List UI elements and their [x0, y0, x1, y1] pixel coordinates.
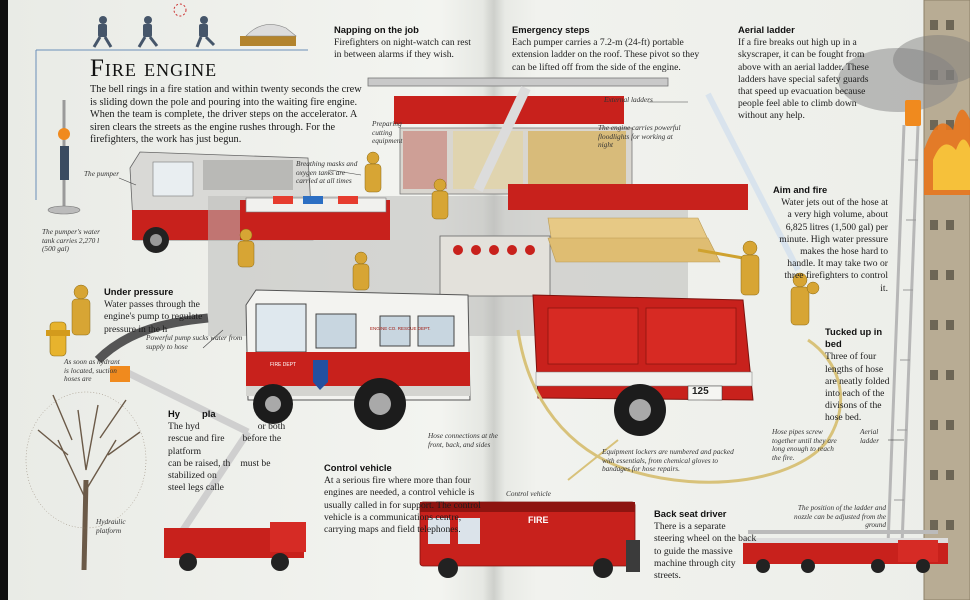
napping-heading: Napping on the job — [334, 24, 419, 35]
hydraulic-heading-start: Hy — [168, 408, 180, 419]
control-vehicle — [419, 501, 640, 578]
aerial-ladder-truck — [743, 530, 948, 573]
hydraulic-heading: Hy pla — [168, 408, 298, 420]
fire-hydrant — [46, 321, 70, 357]
caption-hose-pipes: Hose pipes screw together until they are… — [772, 427, 837, 462]
caption-pump-sucks: Powerful pump sucks water from supply to… — [146, 333, 243, 351]
caption-platform: Hydraulic platform — [96, 517, 126, 535]
aim-body: Water jets out of the hose at a very hig… — [779, 197, 888, 294]
emergency-body: Each pumper carries a 7.2-m (24-ft) port… — [512, 37, 700, 73]
running-firefighter-1 — [92, 16, 113, 48]
tucked-heading: Tucked up in bed — [825, 326, 883, 350]
unit-number: 125 — [692, 386, 709, 397]
aerial-ladder-tower — [886, 100, 921, 546]
back-seat-driver-block: Back seat driver There is a separate ste… — [654, 508, 758, 582]
door-lettering: FIRE DEPT — [270, 362, 297, 368]
backseat-body: There is a separate steering wheel on th… — [654, 521, 757, 582]
caption-hose-connections: Hose connections at the front, back, and… — [428, 431, 498, 449]
hydraulic-body-a: The hyd — [168, 421, 200, 433]
illustration — [25, 0, 970, 600]
caption-pumper: The pumper — [84, 169, 120, 178]
cab-lettering: ENGINE CO. RESCUE DEPT. — [370, 326, 431, 331]
pressure-body: Water passes through the engine's pump t… — [104, 299, 203, 335]
firefighters — [71, 151, 820, 336]
book-spread: Fire engine The bell rings in a fire sta… — [8, 0, 970, 600]
emergency-steps-block: Emergency steps Each pumper carries a 7.… — [512, 24, 712, 74]
main-pumper-front — [245, 289, 471, 430]
tucked-block: Tucked up in bed Three of four lengths o… — [825, 326, 897, 425]
caption-tank: The pumper's water tank carries 2,270 l … — [42, 227, 100, 254]
hydraulic-body-d: before the platform — [168, 433, 282, 457]
hydraulic-heading-tail: pla — [201, 408, 216, 419]
hydraulic-body-f: must be stabilized on — [168, 457, 271, 482]
slide-pole — [47, 100, 81, 215]
page-title: Fire engine — [90, 55, 218, 82]
under-pressure-block: Under pressure Water passes through the … — [104, 286, 204, 336]
intro-paragraph: The bell rings in a fire station and wit… — [90, 84, 362, 146]
caption-external-ladders: External ladders — [604, 95, 653, 104]
caption-hydrant: As soon as hydrant is located, suction h… — [64, 357, 120, 384]
aim-heading: Aim and fire — [773, 184, 828, 195]
bunk-bed — [173, 3, 297, 46]
caption-floodlights: The engine carries powerful floodlights … — [598, 123, 681, 150]
caption-breathing: Breathing masks and oxygen tanks are car… — [296, 159, 358, 186]
hydraulic-body-b: or both — [257, 421, 286, 433]
hydraulic-body-e: can be raised, th — [168, 457, 231, 469]
backseat-heading: Back seat driver — [654, 508, 727, 519]
control-vehicle-label: FIRE — [528, 515, 549, 525]
control-body: At a serious fire where more than four e… — [324, 475, 481, 536]
hydraulic-platform-truck — [110, 366, 306, 571]
hose-lines — [94, 92, 843, 484]
control-vehicle-block: Control vehicle At a serious fire where … — [324, 462, 486, 536]
caption-control-vehicle: Control vehicle — [506, 489, 551, 498]
skyscraper — [838, 0, 970, 600]
tucked-body: Three of four lengths of hose are neatly… — [825, 351, 890, 424]
caption-lockers: Equipment lockers are numbered and packe… — [602, 447, 734, 474]
caption-ladder-position: The position of the ladder and nozzle ca… — [794, 503, 886, 530]
hydraulic-body-g: steel legs calle — [168, 482, 224, 494]
napping-block: Napping on the job Firefighters on night… — [334, 24, 474, 62]
napping-body: Firefighters on night-watch can rest in … — [334, 37, 471, 61]
aerial-body: If a fire breaks out high up in a skyscr… — [738, 37, 869, 122]
pressure-heading: Under pressure — [104, 286, 174, 297]
aerial-heading: Aerial ladder — [738, 24, 795, 35]
running-firefighter-2 — [137, 16, 159, 48]
aim-and-fire-block: Aim and fire Water jets out of the hose … — [773, 184, 888, 295]
running-firefighter-3 — [195, 16, 216, 48]
bare-tree — [25, 391, 147, 571]
hydraulic-body-c: rescue and fire — [168, 433, 225, 445]
caption-preparing: Preparing cutting equipment — [372, 119, 403, 146]
leader-lines — [118, 101, 904, 441]
rear-locker-body — [532, 294, 754, 436]
emergency-heading: Emergency steps — [512, 24, 590, 35]
aerial-ladder-block: Aerial ladder If a fire breaks out high … — [738, 24, 876, 123]
control-heading: Control vehicle — [324, 462, 392, 473]
caption-aerial-ladder: Aerial ladder — [860, 427, 880, 445]
